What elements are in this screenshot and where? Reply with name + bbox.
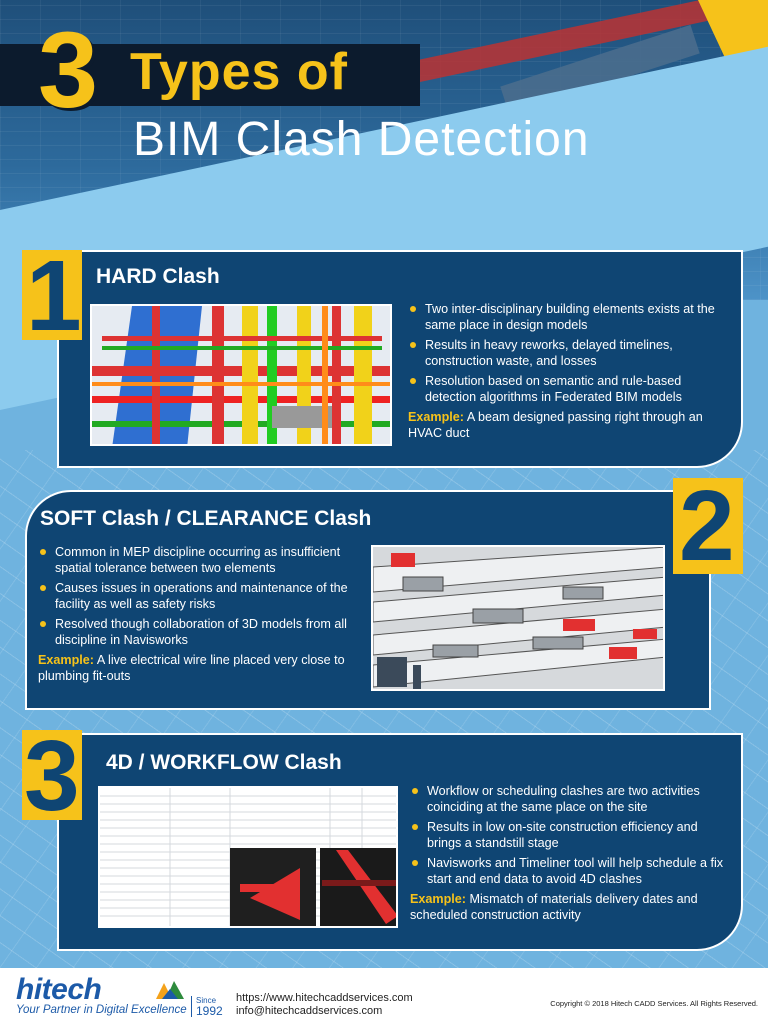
title-line-2: BIM Clash Detection bbox=[133, 113, 590, 166]
list-item: Workflow or scheduling clashes are two a… bbox=[410, 783, 730, 815]
list-item: Navisworks and Timeliner tool will help … bbox=[410, 855, 730, 887]
example-text: Example: A live electrical wire line pla… bbox=[38, 652, 368, 684]
section-title-3: 4D / WORKFLOW Clash bbox=[106, 751, 342, 774]
section-number-1: 1 bbox=[26, 240, 82, 352]
title-band bbox=[0, 44, 420, 106]
bullet-dot-icon bbox=[410, 306, 416, 312]
title-line-1: Types of bbox=[130, 43, 348, 101]
hitech-logo: hitech bbox=[16, 973, 188, 1006]
title-number: 3 bbox=[38, 9, 99, 130]
since-label: Since bbox=[196, 996, 217, 1005]
section-title-1: HARD Clash bbox=[96, 265, 220, 288]
since-badge: Since 1992 bbox=[191, 996, 223, 1017]
bullet-dot-icon bbox=[412, 860, 418, 866]
section-number-badge-2: 2 bbox=[673, 470, 743, 582]
logo-wordmark: hitech bbox=[16, 973, 102, 1006]
list-item: Resolution based on semantic and rule-ba… bbox=[408, 373, 728, 405]
section-number-badge-1: 1 bbox=[22, 246, 82, 346]
example-body: A beam designed passing right through an… bbox=[408, 410, 703, 440]
section-bullets-2: Common in MEP discipline occurring as in… bbox=[38, 544, 368, 684]
bullet-dot-icon bbox=[40, 621, 46, 627]
section-number-3: 3 bbox=[24, 720, 80, 832]
example-text: Example: A beam designed passing right t… bbox=[408, 409, 728, 441]
list-item: Results in heavy reworks, delayed timeli… bbox=[408, 337, 728, 369]
copyright-text: Copyright © 2018 Hitech CADD Services. A… bbox=[550, 999, 758, 1008]
section-number-badge-3: 3 bbox=[22, 726, 82, 826]
logo-tagline: Your Partner in Digital Excellence bbox=[16, 1004, 187, 1016]
example-body: Mismatch of materials delivery dates and… bbox=[410, 892, 698, 922]
email-link[interactable]: info@hitechcaddservices.com bbox=[236, 1005, 383, 1017]
bullet-dot-icon bbox=[40, 549, 46, 555]
bullet-dot-icon bbox=[412, 788, 418, 794]
logo-mark-icon bbox=[156, 981, 184, 999]
example-label: Example: bbox=[38, 653, 94, 667]
list-item: Two inter-disciplinary building elements… bbox=[408, 301, 728, 333]
website-link[interactable]: https://www.hitechcaddservices.com bbox=[236, 992, 413, 1004]
workflow-clash-image bbox=[98, 786, 398, 928]
bullet-dot-icon bbox=[410, 378, 416, 384]
bullet-dot-icon bbox=[40, 585, 46, 591]
bullet-dot-icon bbox=[410, 342, 416, 348]
section-bullets-3: Workflow or scheduling clashes are two a… bbox=[410, 783, 730, 923]
example-label: Example: bbox=[410, 892, 466, 906]
list-item: Common in MEP discipline occurring as in… bbox=[38, 544, 368, 576]
section-title-2: SOFT Clash / CLEARANCE Clash bbox=[40, 507, 372, 530]
bullet-dot-icon bbox=[412, 824, 418, 830]
footer: hitech Your Partner in Digital Excellenc… bbox=[0, 968, 768, 1024]
list-item: Resolved though collaboration of 3D mode… bbox=[38, 616, 368, 648]
hard-clash-image bbox=[90, 304, 392, 446]
section-number-2: 2 bbox=[679, 470, 735, 582]
section-bullets-1: Two inter-disciplinary building elements… bbox=[408, 301, 728, 441]
since-year: 1992 bbox=[196, 1004, 223, 1018]
example-body: A live electrical wire line placed very … bbox=[38, 653, 345, 683]
list-item: Causes issues in operations and maintena… bbox=[38, 580, 368, 612]
list-item: Results in low on-site construction effi… bbox=[410, 819, 730, 851]
soft-clash-image bbox=[371, 545, 665, 691]
example-label: Example: bbox=[408, 410, 464, 424]
example-text: Example: Mismatch of materials delivery … bbox=[410, 891, 730, 923]
